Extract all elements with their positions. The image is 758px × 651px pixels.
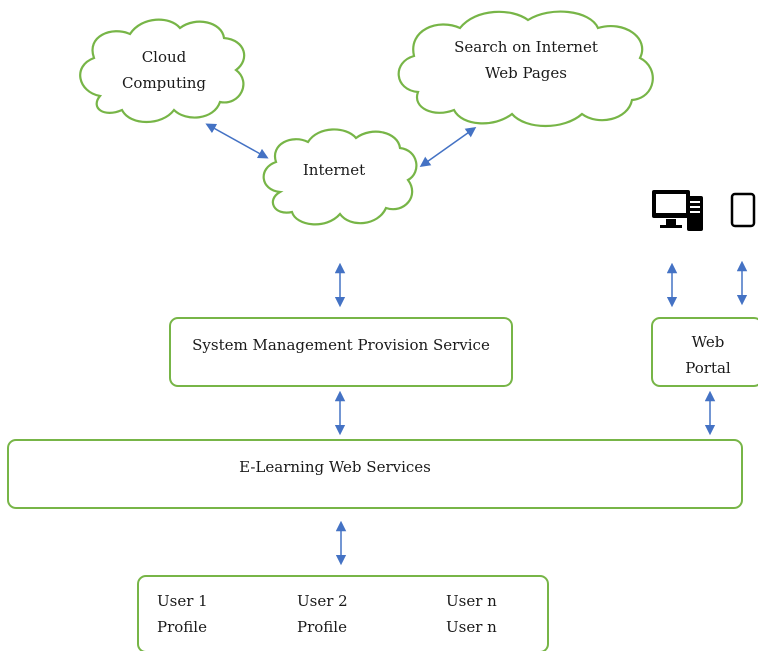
user1-label-line2: Profile <box>157 618 207 636</box>
web-portal-box: Web Portal <box>651 317 758 387</box>
elearning-label: E-Learning Web Services <box>239 458 431 476</box>
tablet-icon <box>730 192 756 228</box>
e-learning-web-services-box: E-Learning Web Services <box>7 439 743 509</box>
search-web-pages-cloud: Search on Internet Web Pages <box>397 10 654 128</box>
internet-label: Internet <box>303 161 365 179</box>
smps-label: System Management Provision Service <box>192 336 490 354</box>
web-portal-label-line2: Portal <box>685 359 731 377</box>
system-management-provision-service-box: System Management Provision Service <box>169 317 513 387</box>
search-cloud-label-line1: Search on Internet <box>454 38 598 56</box>
search-cloud-label-line2: Web Pages <box>485 64 567 82</box>
usern-label-line1: User n <box>446 592 497 610</box>
user2-label-line1: User 2 <box>297 592 348 610</box>
internet-to-search-connector <box>419 126 477 168</box>
web-portal-label-line1: Web <box>692 333 725 351</box>
cloud-to-internet-connector <box>205 123 269 159</box>
cloud-computing-cloud: Cloud Computing <box>79 18 246 123</box>
user1-label-line1: User 1 <box>157 592 208 610</box>
user-profiles-box: User 1 Profile User 2 Profile User n Use… <box>137 575 549 651</box>
cloud-computing-label-line2: Computing <box>122 74 206 92</box>
usern-label-line2: User n <box>446 618 497 636</box>
cloud-computing-label-line1: Cloud <box>142 48 187 66</box>
desktop-computer-icon <box>652 190 703 231</box>
user2-label-line2: Profile <box>297 618 347 636</box>
internet-cloud: Internet <box>262 128 418 226</box>
